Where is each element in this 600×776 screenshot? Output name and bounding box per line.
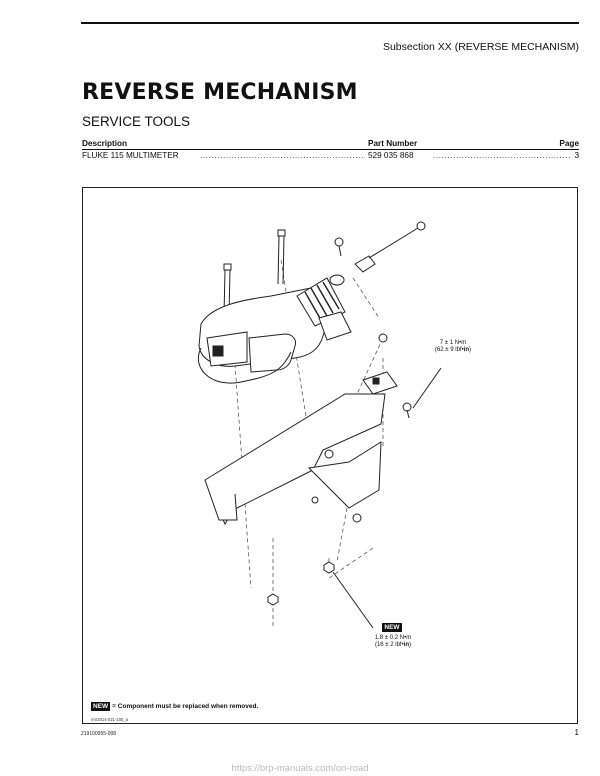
tool-part-number: 529 035 868: [368, 151, 414, 160]
torque-lower-imperial: (16 ± 2 lbf•in): [374, 642, 412, 648]
subsection-header: Subsection XX (REVERSE MECHANISM): [382, 41, 579, 53]
footer-page-number: 1: [574, 728, 579, 737]
header-description: Description: [82, 139, 128, 148]
service-tools-table: Description Part Number Page FLUKE 115 M…: [82, 139, 579, 161]
leader-dots: ........................................…: [200, 151, 365, 160]
legend-text: = Component must be replaced when remove…: [112, 703, 259, 710]
section-heading: SERVICE TOOLS: [82, 114, 191, 129]
reverse-mechanism-illustration: [197, 221, 442, 629]
header-rule: [81, 22, 579, 24]
screw-right: [277, 229, 286, 285]
torque-lower-metric: 1.8 ± 0.2 N•m: [374, 635, 412, 641]
torque-callout-lower: NEW 1.8 ± 0.2 N•m (16 ± 2 lbf•in): [363, 623, 423, 649]
page-title: REVERSE MECHANISM: [82, 80, 358, 105]
legend-new-badge: NEW: [91, 702, 111, 711]
torque-upper-imperial: (62 ± 9 lbf•in): [434, 347, 472, 353]
leader-dots: ........................................…: [433, 151, 571, 160]
tool-description: FLUKE 115 MULTIMETER: [82, 151, 179, 160]
figure-id: rmr2014-021-100_a: [91, 717, 129, 722]
tool-page-link[interactable]: 3: [574, 151, 579, 160]
header-page: Page: [559, 139, 579, 148]
torque-upper-metric: 7 ± 1 N•m: [439, 340, 467, 346]
watermark-link[interactable]: https://brp-manuals.com/on-road: [231, 763, 369, 774]
header-part-number: Part Number: [368, 139, 418, 148]
new-part-badge: NEW: [382, 623, 402, 632]
figure-legend: NEW = Component must be replaced when re…: [91, 702, 258, 711]
footer-doc-id: 219100955-008: [81, 731, 117, 737]
table-row: FLUKE 115 MULTIMETER ...................…: [82, 151, 579, 161]
exploded-view-figure: 7 ± 1 N•m (62 ± 9 lbf•in) NEW 1.8 ± 0.2 …: [82, 187, 578, 724]
tools-table-header: Description Part Number Page: [82, 139, 579, 150]
torque-callout-upper: 7 ± 1 N•m (62 ± 9 lbf•in): [423, 340, 483, 354]
